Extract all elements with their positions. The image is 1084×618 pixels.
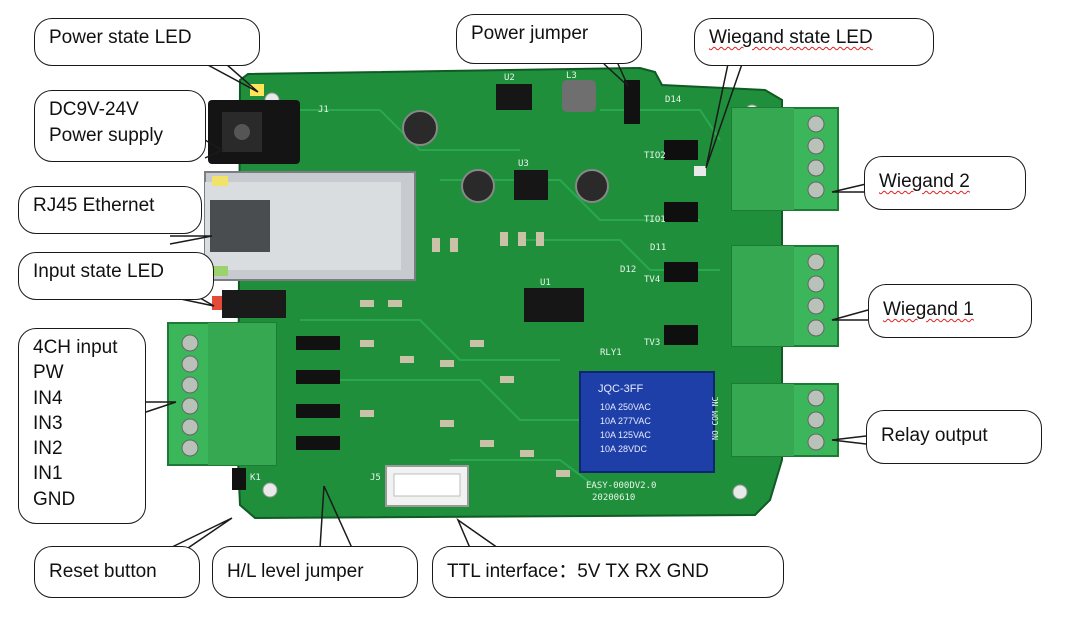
silkscreen-labels: RLY1 D14 TIO2 TIO1 TV4 TV3 D11 D12 U1 U2…	[250, 71, 720, 483]
input-label: IN2	[33, 438, 63, 460]
dc-power-jack	[208, 100, 300, 164]
callout-ttl-interface: TTL interface：5V TX RX GND	[432, 546, 784, 598]
wiegand-state-leds	[664, 140, 706, 345]
relay-spec-1: 10A 250VAC	[600, 402, 651, 412]
callout-label: Power state LED	[49, 27, 192, 48]
callout-label: Wiegand 2	[879, 171, 970, 192]
wiegand2-terminal	[731, 107, 839, 211]
callout-wiegand-2: Wiegand 2	[864, 156, 1026, 210]
silk-label: D14	[665, 95, 681, 105]
regulator-u3	[514, 170, 548, 200]
input-label: IN3	[33, 412, 63, 434]
silk-label: U2	[504, 73, 515, 83]
relay-spec-2: 10A 277VAC	[600, 416, 651, 426]
callout-power-state-led: Power state LED	[34, 18, 260, 66]
relay-spec-3: 10A 125VAC	[600, 430, 651, 440]
callout-label: H/L level jumper	[227, 561, 364, 582]
silk-label: U1	[540, 278, 551, 288]
reset-button-part	[232, 468, 246, 490]
rj45-ethernet-port	[204, 171, 416, 281]
board-name-label: EASY-000DV2.0	[586, 481, 656, 491]
input-label: PW	[33, 362, 64, 384]
callout-label: Wiegand state LED	[709, 27, 873, 48]
ic-u1	[524, 288, 584, 322]
input-label: 4CH input	[33, 337, 118, 358]
callout-label: Wiegand 1	[883, 299, 974, 320]
silk-label: NO COM NC	[711, 396, 720, 440]
relay: JQC-3FF 10A 250VAC 10A 277VAC 10A 125VAC…	[579, 371, 715, 473]
callout-pointers	[145, 63, 869, 549]
wiegand1-terminal	[731, 245, 839, 347]
input-led	[212, 296, 222, 310]
callout-wiegand-state-led: Wiegand state LED	[694, 18, 934, 66]
inductor	[562, 80, 596, 112]
ttl-connector	[385, 465, 469, 507]
silk-label: TIO1	[644, 215, 666, 225]
callout-label-line2: Power supply	[49, 124, 164, 146]
callout-4ch-input: 4CH input PW IN4 IN3 IN2 IN1 GND	[18, 328, 146, 524]
silk-label: D12	[620, 265, 636, 275]
callout-label-line1: DC9V-24V	[49, 99, 139, 120]
date-code-label: 20200610	[592, 493, 635, 503]
callout-relay-output: Relay output	[866, 410, 1042, 464]
callout-reset-button: Reset button	[34, 546, 200, 598]
callout-rj45-ethernet: RJ45 Ethernet	[18, 186, 202, 234]
relay-output-terminal	[731, 383, 839, 457]
silk-label: L3	[566, 71, 577, 81]
silk-label: D11	[650, 243, 666, 253]
callout-label: Reset button	[49, 561, 157, 582]
silk-label: RLY1	[600, 348, 622, 358]
callout-hl-level-jumper: H/L level jumper	[212, 546, 418, 598]
callout-label: Power jumper	[471, 23, 589, 44]
silk-label: U3	[518, 159, 529, 169]
silk-label: TV3	[644, 338, 660, 348]
relay-brand-label: JQC-3FF	[598, 383, 644, 395]
input-label: GND	[33, 488, 76, 510]
silk-label: TV4	[644, 275, 660, 285]
hl-level-jumpers	[296, 336, 340, 450]
silk-label: J1	[318, 105, 329, 115]
input-terminal-block	[167, 322, 277, 466]
callout-label: Input state LED	[33, 261, 164, 282]
callout-label: RJ45 Ethernet	[33, 195, 155, 216]
relay-spec-4: 10A 28VDC	[600, 444, 648, 454]
callout-power-jumper: Power jumper	[456, 14, 642, 64]
input-state-led-strip	[222, 290, 286, 318]
callout-wiegand-1: Wiegand 1	[868, 284, 1032, 338]
ic-u2	[496, 84, 532, 110]
input-label: IN1	[33, 463, 63, 485]
smd-components	[360, 232, 570, 477]
callout-power-supply: DC9V-24V Power supply	[34, 90, 206, 162]
callout-input-state-led: Input state LED	[18, 252, 214, 300]
power-jumper-part	[624, 80, 640, 124]
callout-label: Relay output	[881, 425, 988, 446]
input-label: IN4	[33, 387, 63, 409]
power-state-led	[250, 84, 264, 96]
silk-label: K1	[250, 473, 261, 483]
silk-label: TIO2	[644, 151, 666, 161]
callout-label: TTL interface：5V TX RX GND	[447, 561, 709, 582]
capacitors	[402, 110, 609, 203]
silk-label: J5	[370, 473, 381, 483]
